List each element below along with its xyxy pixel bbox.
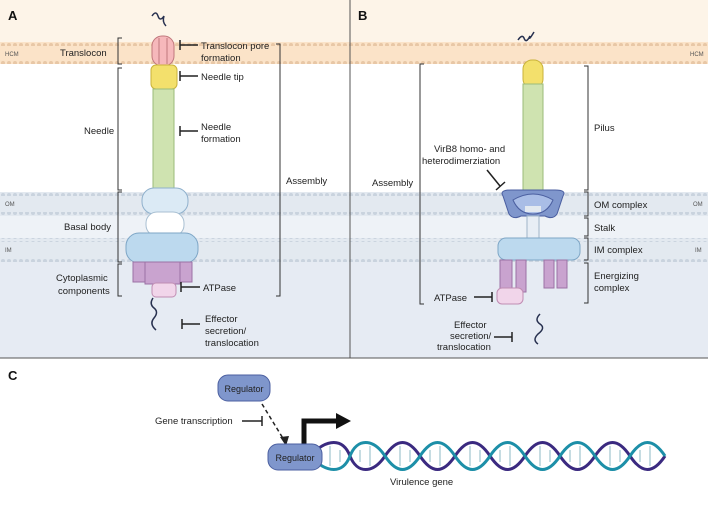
label-needle-formation-2: formation — [201, 134, 241, 145]
label-effector-a-3: translocation — [205, 338, 259, 349]
panel-a-om-label: OM — [5, 202, 15, 208]
bracket-translocon — [117, 37, 122, 65]
label-effector-b-1: Effector — [454, 320, 487, 331]
translocon-shape — [151, 35, 175, 67]
label-gene-transcription: Gene transcription — [155, 416, 233, 427]
dna-helix — [308, 441, 667, 471]
bracket-energizing — [584, 262, 589, 304]
panel-a-hcm-label: HCM — [5, 52, 19, 58]
label-virb8-2: heterodimerziation — [422, 156, 500, 167]
label-energizing-2: complex — [594, 283, 630, 294]
effector-squiggle-top-icon — [151, 12, 167, 27]
label-effector-a-1: Effector — [205, 314, 238, 325]
dna-rungs — [329, 446, 651, 466]
panel-b-im-label: IM — [695, 248, 702, 254]
regulator-bottom-label: Regulator — [275, 453, 314, 463]
label-cytoplasmic-1: Cytoplasmic — [56, 273, 108, 284]
label-assembly-a: Assembly — [286, 176, 327, 187]
label-im-complex: IM complex — [594, 245, 643, 256]
panel-c-background — [0, 359, 708, 511]
label-virb8-1: VirB8 homo- and — [434, 144, 505, 155]
energizing-leg-1 — [499, 259, 513, 293]
atpase-shape-b — [496, 287, 524, 305]
dna-strand-light — [308, 441, 667, 471]
atpase-shape — [151, 282, 177, 298]
energizing-leg-2 — [515, 259, 527, 293]
bracket-stalk — [584, 217, 589, 237]
basal-body-om-ring — [141, 187, 189, 215]
label-translocon: Translocon — [60, 48, 107, 59]
label-basal-body: Basal body — [64, 222, 111, 233]
bracket-needle — [117, 67, 122, 191]
label-pilus: Pilus — [594, 123, 615, 134]
label-assembly-b: Assembly — [372, 178, 413, 189]
effector-squiggle-b-icon — [534, 313, 544, 345]
bracket-im-complex — [584, 237, 589, 261]
label-needle-formation-1: Needle — [201, 122, 231, 133]
stalk-shape — [526, 215, 540, 239]
label-effector-b-3: translocation — [437, 342, 491, 353]
bracket-assembly-b — [419, 63, 424, 305]
panel-b-letter: B — [358, 8, 367, 23]
cytoplasmic-pod-left — [132, 261, 146, 283]
regulator-bottom-shape — [267, 443, 323, 471]
transcription-arrow-head-icon — [336, 413, 351, 429]
transcription-start-arrow — [301, 418, 338, 452]
label-translocon-pore-1: Translocon pore — [201, 41, 269, 52]
pilus-shape — [522, 83, 544, 191]
energizing-leg-4 — [556, 259, 568, 289]
needle-tip-shape — [150, 64, 178, 90]
panel-b-om-label: OM — [693, 202, 703, 208]
regulator-top-shape — [217, 374, 271, 402]
label-atpase-b: ATPase — [434, 293, 467, 304]
label-effector-b-2: secretion/ — [450, 331, 492, 342]
panel-b-hcm-label: HCM — [690, 52, 704, 58]
om-complex-shape — [501, 189, 565, 219]
needle-shape — [152, 88, 175, 194]
panel-c-letter: C — [8, 368, 18, 383]
label-effector-a-2: secretion/ — [205, 326, 247, 337]
label-needle-tip: Needle tip — [201, 72, 244, 83]
label-energizing-1: Energizing — [594, 271, 639, 282]
basal-body-periplasm-ring — [145, 211, 185, 237]
cytoplasmic-pod-right — [179, 261, 193, 283]
regulator-top-label: Regulator — [224, 384, 263, 394]
inhibition-marker-c — [242, 416, 263, 426]
bracket-om-complex — [584, 191, 589, 217]
energizing-leg-3 — [543, 259, 555, 289]
cytoplasmic-core — [144, 261, 181, 285]
label-stalk: Stalk — [594, 223, 615, 234]
label-virulence-gene: Virulence gene — [390, 477, 453, 488]
bracket-assembly-a — [276, 43, 281, 297]
panel-a-im-label: IM — [5, 248, 12, 254]
bracket-basal-body — [117, 191, 122, 263]
label-cytoplasmic-2: components — [58, 286, 110, 297]
inhibition-markers-a — [179, 40, 200, 329]
inhibition-markers-b — [474, 169, 513, 342]
im-complex-shape — [497, 237, 581, 261]
bracket-cytoplasmic — [117, 263, 122, 297]
label-needle: Needle — [84, 126, 114, 137]
label-om-complex: OM complex — [594, 200, 648, 211]
dashed-arrow-line — [261, 403, 285, 441]
label-translocon-pore-2: formation — [201, 53, 241, 64]
basal-body-im-ring — [125, 232, 199, 264]
effector-squiggle-bottom-icon — [150, 297, 158, 331]
pilus-effector-squiggle-icon — [517, 31, 535, 42]
panel-a-letter: A — [8, 8, 18, 23]
panel-c: C Regulator Gene transcription — [8, 368, 667, 488]
panel-a: A HCM OM IM Translocon Needle — [5, 8, 327, 349]
panel-b: B HCM OM IM Assembly VirB8 homo- and het… — [358, 8, 704, 353]
bracket-pilus — [584, 65, 589, 191]
label-atpase-a: ATPase — [203, 283, 236, 294]
